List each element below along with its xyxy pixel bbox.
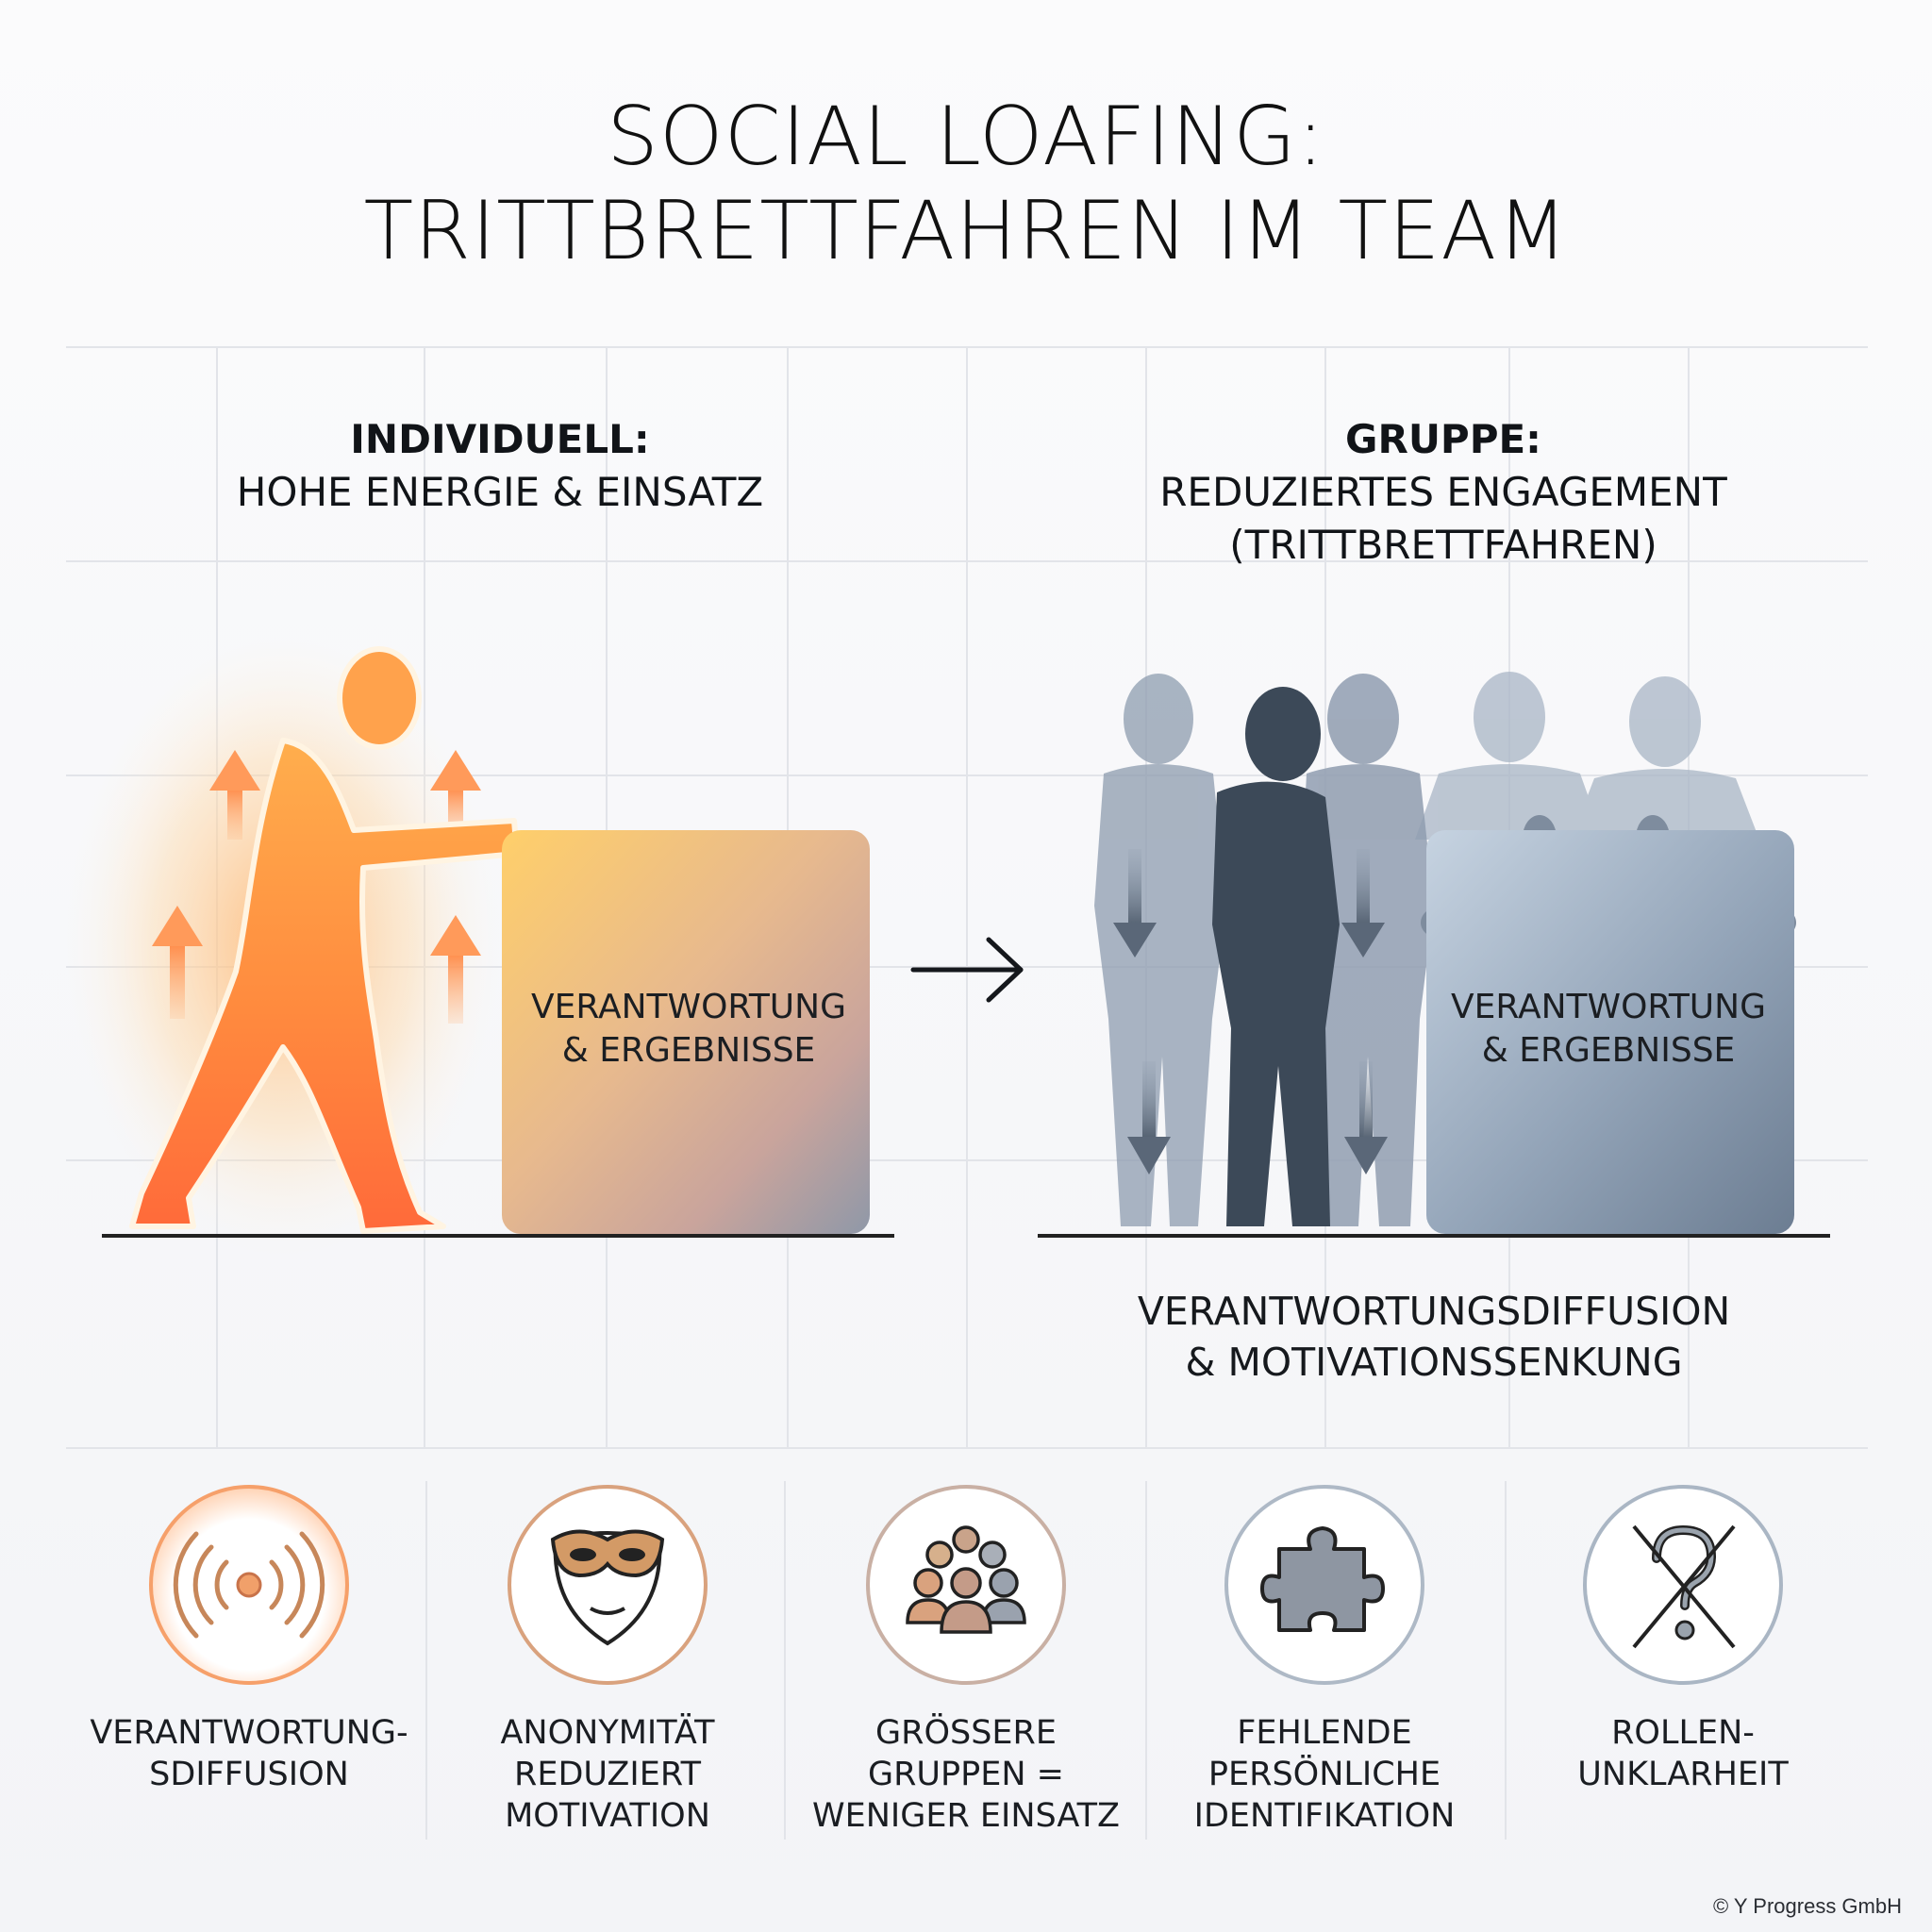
title-line-2: TRITTBRETTFAHREN IM TEAM <box>363 184 1569 278</box>
caption-line: VERANTWORTUNG- <box>90 1714 408 1752</box>
standing-people-icon <box>1094 672 1796 1226</box>
arrow-down-icon <box>1127 1061 1171 1174</box>
box-label-group: VERANTWORTUNG & ERGEBNISSE <box>1424 986 1792 1073</box>
diffusion-caption: VERANTWORTUNGSDIFFUSION & MOTIVATIONSSEN… <box>1085 1286 1783 1388</box>
puzzle-piece-icon <box>1224 1485 1424 1685</box>
mask-icon <box>508 1485 708 1685</box>
individual-subtitle: HOHE ENERGIE & EINSATZ <box>236 469 764 515</box>
box-label-line-1: VERANTWORTUNG <box>531 988 846 1026</box>
comparison-illustration <box>66 632 1830 1255</box>
group-subtitle-1: REDUZIERTES ENGAGEMENT <box>1159 469 1727 515</box>
responsibility-box-group <box>1426 830 1794 1234</box>
caption-line: IDENTIFIKATION <box>1193 1797 1456 1835</box>
signal-waves-icon <box>149 1485 349 1685</box>
group-heading: GRUPPE: REDUZIERTES ENGAGEMENT (TRITTBRE… <box>1104 413 1783 572</box>
diffusion-caption-line-2: & MOTIVATIONSSENKUNG <box>1185 1340 1683 1385</box>
caption-line: SDIFFUSION <box>149 1756 349 1793</box>
arrow-up-icon <box>152 906 203 1019</box>
caption-line: GRÖSSERE <box>875 1714 1057 1752</box>
caption-line: ANONYMITÄT <box>500 1714 715 1752</box>
factor-caption: ROLLEN- UNKLARHEIT <box>1513 1712 1853 1795</box>
arrow-up-icon <box>430 915 481 1024</box>
caption-line: GRUPPEN = <box>867 1756 1065 1793</box>
box-label-line-2: & ERGEBNISSE <box>561 1031 816 1070</box>
caption-line: FEHLENDE <box>1237 1714 1412 1752</box>
arrow-down-icon <box>1113 849 1157 958</box>
responsibility-box-individual <box>502 830 870 1234</box>
caption-line: WENIGER EINSATZ <box>812 1797 1120 1835</box>
factor-caption: FEHLENDE PERSÖNLICHE IDENTIFIKATION <box>1155 1712 1494 1837</box>
title-line-1: SOCIAL LOAFING: <box>607 90 1325 184</box>
factor-caption: GRÖSSERE GRUPPEN = WENIGER EINSATZ <box>796 1712 1136 1837</box>
caption-line: ROLLEN- <box>1611 1714 1755 1752</box>
page-title: SOCIAL LOAFING: TRITTBRETTFAHREN IM TEAM <box>0 90 1932 278</box>
box-label-line-1: VERANTWORTUNG <box>1451 988 1766 1026</box>
box-label-individual: VERANTWORTUNG & ERGEBNISSE <box>505 986 873 1073</box>
individual-heading: INDIVIDUELL: HOHE ENERGIE & EINSATZ <box>170 413 830 519</box>
diffusion-caption-line-1: VERANTWORTUNGSDIFFUSION <box>1137 1289 1731 1334</box>
box-label-line-2: & ERGEBNISSE <box>1481 1031 1736 1070</box>
group-title: GRUPPE: <box>1345 416 1541 462</box>
arrow-down-icon <box>1341 849 1385 958</box>
factor-caption: VERANTWORTUNG- SDIFFUSION <box>79 1712 419 1795</box>
arrow-down-icon <box>1344 1061 1388 1174</box>
caption-line: REDUZIERT <box>514 1756 701 1793</box>
copyright-notice: © Y Progress GmbH <box>1712 1894 1902 1918</box>
arrow-up-icon <box>209 750 260 840</box>
caption-line: MOTIVATION <box>505 1797 710 1835</box>
group-people-icon <box>866 1485 1066 1685</box>
arrow-right-icon <box>910 937 1024 1003</box>
factor-caption: ANONYMITÄT REDUZIERT MOTIVATION <box>438 1712 777 1837</box>
caption-line: PERSÖNLICHE <box>1208 1756 1441 1793</box>
group-subtitle-2: (TRITTBRETTFAHREN) <box>1229 522 1657 568</box>
crossed-question-mark-icon <box>1583 1485 1783 1685</box>
caption-line: UNKLARHEIT <box>1577 1756 1789 1793</box>
individual-title: INDIVIDUELL: <box>350 416 650 462</box>
pushing-person-icon <box>129 646 520 1234</box>
